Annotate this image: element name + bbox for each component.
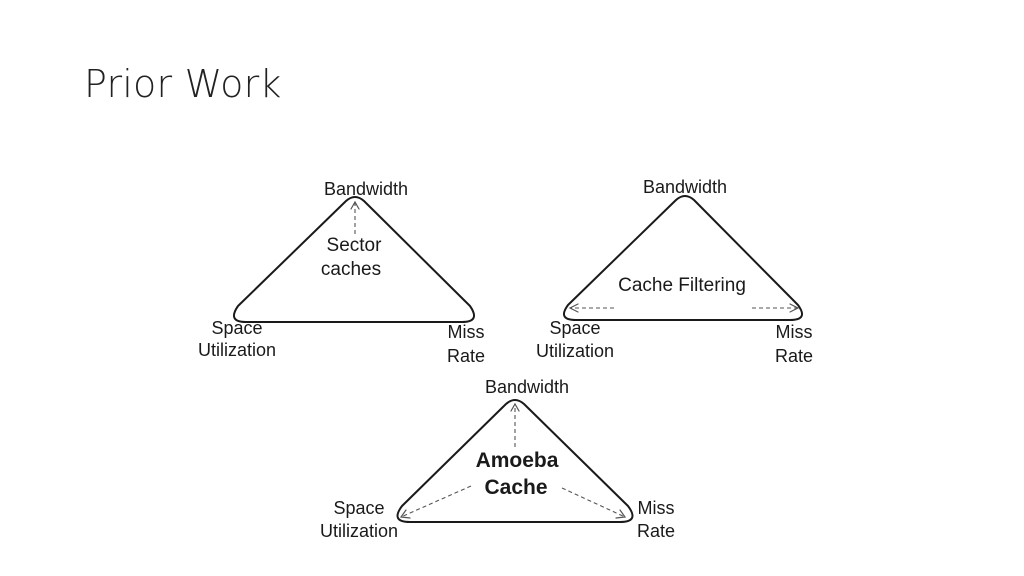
sector-label-miss: Miss [448,322,485,342]
sector-arrowhead-up [350,200,360,210]
amoeba-center-line2: Cache [484,476,547,499]
filtering-triangle [562,195,804,321]
amoeba-label-utilization: Utilization [320,521,398,541]
slide-title: Prior Work [84,62,282,106]
sector-center-line1: Sector [327,235,383,256]
sector-center-line2: caches [321,259,381,280]
amoeba-cache-diagram: Bandwidth Amoeba Cache Space Utilization… [320,377,675,541]
filtering-arrowhead-right [789,303,800,313]
filtering-label-space: Space [549,318,600,338]
amoeba-label-miss: Miss [638,498,675,518]
amoeba-center-line1: Amoeba [476,449,559,472]
filtering-center-label: Cache Filtering [618,275,746,296]
filtering-label-bandwidth: Bandwidth [643,177,727,197]
sector-triangle [232,196,476,323]
amoeba-label-space: Space [333,498,384,518]
amoeba-arrow-left [400,485,472,518]
cache-filtering-diagram: Bandwidth Cache Filtering Space Utilizat… [536,177,813,366]
sector-caches-diagram: Bandwidth Sector caches Space Utilizatio… [198,179,485,366]
amoeba-triangle [396,399,634,523]
filtering-arrowhead-left [568,303,579,313]
sector-label-rate: Rate [447,346,485,366]
sector-label-utilization: Utilization [198,340,276,360]
amoeba-arrowhead-up [510,402,520,412]
amoeba-arrowhead-right [615,509,627,519]
sector-label-bandwidth: Bandwidth [324,179,408,199]
amoeba-label-rate: Rate [637,521,675,541]
amoeba-label-bandwidth: Bandwidth [485,377,569,397]
sector-label-space: Space [211,318,262,338]
filtering-label-utilization: Utilization [536,341,614,361]
filtering-label-rate: Rate [775,346,813,366]
amoeba-arrowhead-left [399,509,411,519]
amoeba-arrow-right [561,487,626,518]
filtering-label-miss: Miss [776,322,813,342]
